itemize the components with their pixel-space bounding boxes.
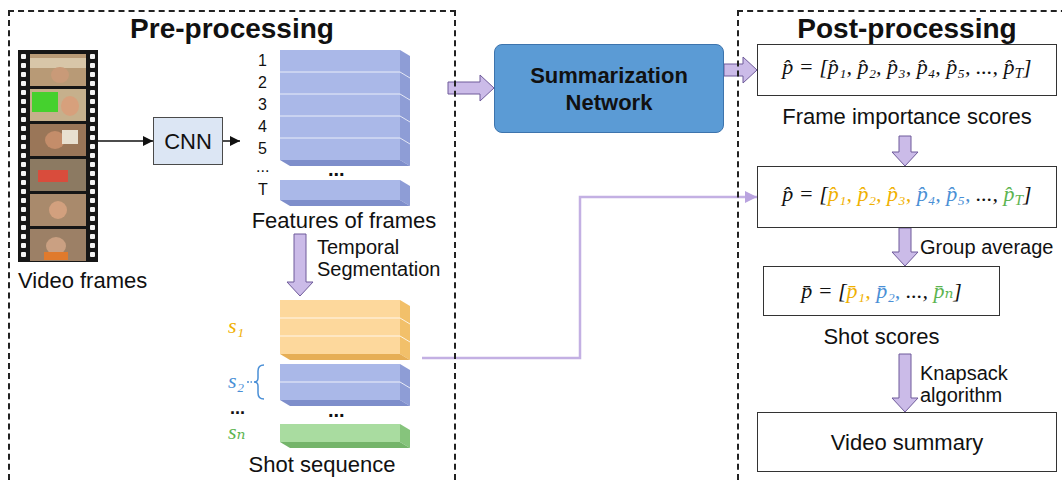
output-box: Video summary xyxy=(757,412,1057,472)
block-arrow xyxy=(287,234,313,296)
stack-label: s₂ xyxy=(228,368,244,394)
row-number: T xyxy=(258,180,268,200)
formula-part: p̄ₙ xyxy=(933,278,953,303)
formula-part: p̄₁, xyxy=(847,278,871,303)
arrow-line xyxy=(98,140,153,142)
caption: Shot scores xyxy=(733,324,1030,350)
stack-label: ... xyxy=(256,157,269,177)
formula-part: p̂₄, p̂₅, xyxy=(917,181,971,206)
formula: p̂ = [p̂₁, p̂₂, p̂₃, p̂₄, p̂₅, ..., p̂T] xyxy=(782,53,1031,87)
panel-title: Pre-processing xyxy=(8,12,456,46)
row-number: 4 xyxy=(258,117,267,137)
formula-part: ..., xyxy=(976,181,998,206)
formula: p̂ = [p̂₁, p̂₂, p̂₃,p̂₄, p̂₅,..., p̂T] xyxy=(782,180,1031,214)
formula-part: p̂ xyxy=(1004,181,1015,206)
formula-part: ] xyxy=(1023,54,1032,79)
row-number: 1 xyxy=(258,51,267,71)
panel-title: Post-processing xyxy=(737,12,1062,46)
edge-label: Group average xyxy=(920,236,1060,258)
formula-part: p̂₁, p̂₂, p̂₃, xyxy=(828,181,911,206)
shot-stack-art xyxy=(280,300,410,448)
formula-part: ] xyxy=(953,278,962,303)
formula-part: ] xyxy=(1023,181,1032,206)
box-label: Summarization Network xyxy=(505,62,713,116)
film-strip-art xyxy=(18,50,98,262)
formula-box: p̂ = [p̂₁, p̂₂, p̂₃, p̂₄, p̂₅, ..., p̂T] xyxy=(757,44,1057,96)
block-arrow xyxy=(892,228,918,266)
row-number: 2 xyxy=(258,73,267,93)
caption: Frame importance scores xyxy=(727,104,1062,130)
stack-label: ... xyxy=(328,157,345,181)
arrow-line xyxy=(223,140,240,142)
formula-box: p̂ = [p̂₁, p̂₂, p̂₃,p̂₄, p̂₅,..., p̂T] xyxy=(757,166,1057,228)
formula-part: p̄₂, xyxy=(876,278,900,303)
feature-stack: Features of frames xyxy=(240,46,448,234)
score-box: p̄ = [p̄₁,p̄₂,...,p̄ₙ]Shot scores xyxy=(763,266,1000,354)
stack-label: ... xyxy=(230,397,245,419)
block-arrow xyxy=(724,57,757,83)
shot-stack: Shot sequence xyxy=(222,296,422,478)
shot-link xyxy=(422,197,757,358)
formula-part: T xyxy=(1015,64,1024,81)
edge-label: Temporal Segmentation xyxy=(317,236,457,280)
stack-label: sₙ xyxy=(228,419,245,445)
box-label: CNN xyxy=(164,128,212,155)
formula-part: p̂ = [p̂₁, p̂₂, p̂₃, p̂₄, p̂₅, ..., p̂ xyxy=(782,54,1014,79)
formula-part: ..., xyxy=(906,278,928,303)
row-number: 3 xyxy=(258,95,267,115)
block-arrow xyxy=(892,354,918,412)
formula-part: p̂ = [ xyxy=(782,181,827,206)
box-label: Video summary xyxy=(831,429,983,456)
formula-box: p̄ = [p̄₁,p̄₂,...,p̄ₙ] xyxy=(763,266,1000,316)
caption: Video frames xyxy=(18,268,147,294)
feature-stack-art xyxy=(280,50,410,206)
formula: p̄ = [p̄₁,p̄₂,...,p̄ₙ] xyxy=(801,277,962,305)
score-box: p̂ = [p̂₁, p̂₂, p̂₃,p̂₄, p̂₅,..., p̂T] xyxy=(757,166,1057,228)
formula-part: T xyxy=(1015,191,1024,208)
film-strip: Video frames xyxy=(18,50,98,262)
stack-label: s₁ xyxy=(228,313,244,339)
network-box: Summarization Network xyxy=(494,44,724,133)
process-box: CNN xyxy=(153,117,223,165)
row-number: 5 xyxy=(258,139,267,159)
score-box: p̂ = [p̂₁, p̂₂, p̂₃, p̂₄, p̂₅, ..., p̂T]… xyxy=(757,44,1057,136)
block-arrow xyxy=(892,136,918,166)
edge-label: Knapsack algorithm xyxy=(920,362,1040,406)
caption: Features of frames xyxy=(240,208,448,234)
caption: Shot sequence xyxy=(222,452,422,478)
stack-label: ... xyxy=(328,398,345,422)
formula-part: p̄ = [ xyxy=(801,278,846,303)
shot-bracket xyxy=(247,365,264,399)
